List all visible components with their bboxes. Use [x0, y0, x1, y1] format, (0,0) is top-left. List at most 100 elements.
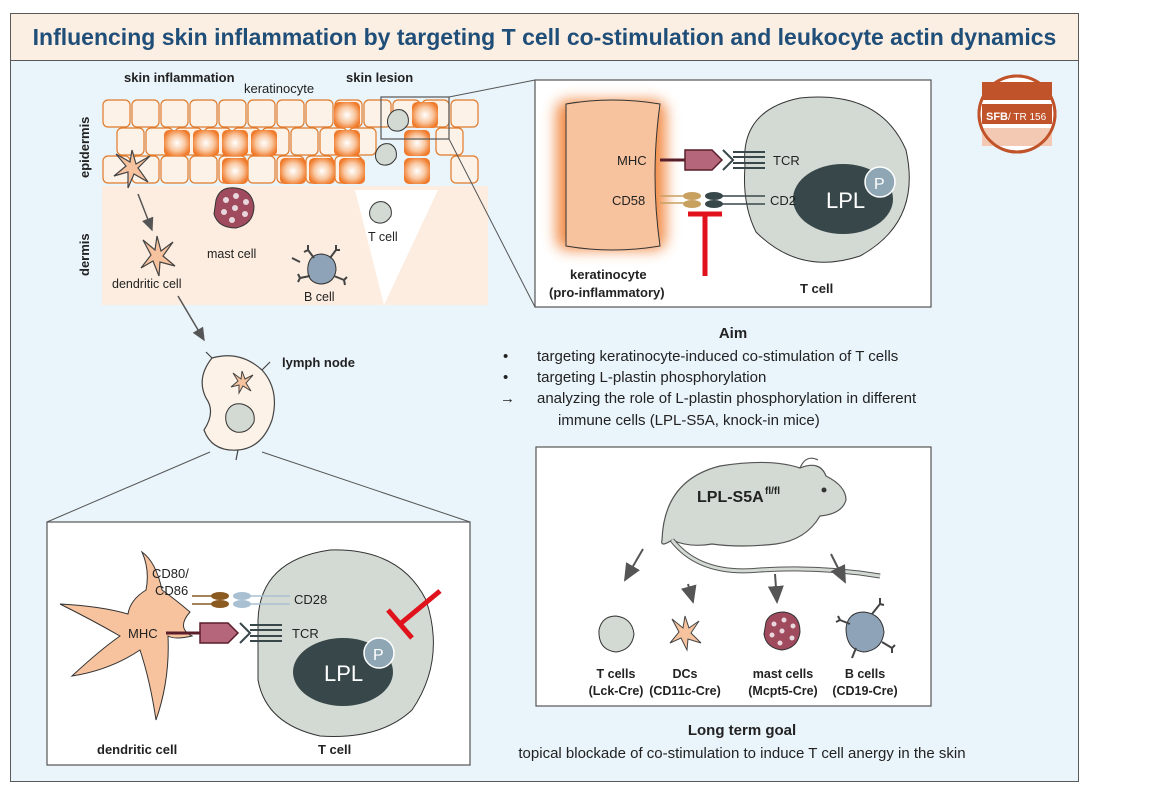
lesion-tcell [387, 109, 409, 132]
keratinocyte-cell [247, 155, 276, 184]
inflamed-cell [339, 158, 365, 184]
lesion-tcell [375, 143, 397, 166]
keratinocyte-cell [102, 99, 131, 128]
b-cell-label: B cell [304, 290, 335, 304]
inflamed-cell [222, 158, 248, 184]
inflamed-cell [164, 130, 190, 156]
aim-bullet-2: • [503, 369, 508, 386]
dc-p-label: P [373, 647, 384, 664]
inflamed-cells [164, 102, 438, 184]
kera-cell-sublabel: (pro-inflammatory) [549, 285, 665, 300]
kera-tcell-label: T cell [800, 281, 833, 296]
lymph-arrow [177, 295, 205, 342]
epidermis-label: epidermis [77, 117, 92, 178]
kera-mhc-label: MHC [617, 153, 647, 168]
panel-dc [669, 615, 702, 652]
kera-p-label: P [874, 176, 885, 193]
panel-bcell-name: B cells [845, 667, 885, 681]
keratinocyte-cell [189, 99, 218, 128]
kera-lpl-label: LPL [826, 188, 865, 213]
keratinocyte-label: keratinocyte [244, 81, 314, 96]
skin-inflammation-label: skin inflammation [124, 70, 235, 85]
aim-item-3: analyzing the role of L-plastin phosphor… [537, 390, 917, 407]
kera-cd2-label: CD2 [770, 193, 796, 208]
aim-bullet-1: • [503, 348, 508, 365]
inflamed-cell [334, 102, 360, 128]
title-bar: Influencing skin inflammation by targeti… [10, 13, 1079, 61]
panel-tcell-name: T cells [597, 667, 636, 681]
inflamed-cell [222, 130, 248, 156]
skin-lesion-label: skin lesion [346, 70, 413, 85]
keratinocyte-cell [247, 99, 276, 128]
panel-dc-cre: (CD11c-Cre) [649, 684, 721, 698]
panel-tcell [598, 615, 635, 653]
goal-text: topical blockade of co-stimulation to in… [518, 745, 965, 762]
zoom-line [46, 451, 211, 523]
keratinocyte-cell [160, 99, 189, 128]
zoom-line [261, 451, 471, 523]
dermis-tcell [369, 201, 392, 224]
inflamed-cell [280, 158, 306, 184]
mouse-label-sup: fl/fl [765, 486, 780, 497]
keratinocyte-panel: MHC TCR CD58 CD2 LPL P keratinocyte (pro… [534, 79, 932, 308]
aim-item-2: targeting L-plastin phosphorylation [537, 369, 766, 386]
dc-cd80-label: CD80/ [152, 566, 189, 581]
keratinocyte-cell [276, 99, 305, 128]
keratinocyte-cell [305, 99, 334, 128]
aim-arrow: → [500, 390, 515, 407]
dc-mhc-label: MHC [128, 626, 158, 641]
dc-tcr-label: TCR [292, 626, 319, 641]
keratinocyte-cell [450, 99, 479, 128]
kera-tcr-label: TCR [773, 153, 800, 168]
inflamed-cell [334, 130, 360, 156]
epidermis-dendritic-cell [113, 149, 151, 189]
panel-dc-name: DCs [672, 667, 697, 681]
logo-tr: / TR 156 [1008, 112, 1047, 123]
inflamed-cell [309, 158, 335, 184]
inflamed-cell [251, 130, 277, 156]
dc-cd28-label: CD28 [294, 592, 327, 607]
kera-cell-label: keratinocyte [570, 267, 647, 282]
t-cell-label: T cell [368, 230, 398, 244]
keratinocyte-cell [363, 99, 392, 128]
lymph-node-label: lymph node [282, 355, 355, 370]
inflamed-cell [404, 158, 430, 184]
skin-section: skin inflammation keratinocyte skin lesi… [77, 70, 536, 308]
goal-heading: Long term goal [688, 722, 796, 739]
keratinocyte-cell [116, 127, 145, 156]
panel-mast-name: mast cells [753, 667, 814, 681]
dermis-dendritic-cell [140, 235, 176, 277]
b-cell [291, 245, 348, 286]
aim-section: Aim • targeting keratinocyte-induced co-… [500, 325, 917, 429]
aim-heading: Aim [719, 325, 747, 342]
panel-tcell-cre: (Lck-Cre) [589, 684, 644, 698]
lesion-zoom-box [380, 96, 450, 140]
keratinocyte-cell [160, 155, 189, 184]
lymph-node: lymph node [201, 351, 355, 461]
migration-arrow [137, 193, 154, 232]
kera-cd58-label: CD58 [612, 193, 645, 208]
dc-panel: CD80/ CD86 CD28 MHC TCR LPL P dendritic … [46, 521, 471, 766]
sfb-logo: SFB / TR 156 [977, 74, 1057, 154]
dermis-label: dermis [77, 233, 92, 276]
keratinocyte-cell [290, 127, 319, 156]
figure-title: Influencing skin inflammation by targeti… [32, 23, 1057, 50]
aim-item-1: targeting keratinocyte-induced co-stimul… [537, 348, 898, 365]
inflamed-cell [404, 130, 430, 156]
mouse-panel: LPL-S5A fl/fl T cells (Lck-Cre) DCs (CD1… [535, 446, 932, 707]
zoom-line [448, 138, 536, 308]
panel-bcell-cre: (CD19-Cre) [832, 684, 897, 698]
mouse-label: LPL-S5A [697, 489, 764, 506]
keratinocyte-cell [189, 155, 218, 184]
inflamed-cell [193, 130, 219, 156]
dc-cd86-label: CD86 [155, 583, 188, 598]
dc-tcell-label: T cell [318, 742, 351, 757]
panel-b-cell [835, 598, 896, 659]
mast-cell [213, 187, 255, 229]
logo-sfb: SFB [986, 111, 1008, 123]
inflamed-cell [412, 102, 438, 128]
keratinocyte-cell [131, 99, 160, 128]
keratinocyte-cell [218, 99, 247, 128]
aim-item-3-continuation: immune cells (LPL-S5A, knock-in mice) [558, 412, 820, 429]
